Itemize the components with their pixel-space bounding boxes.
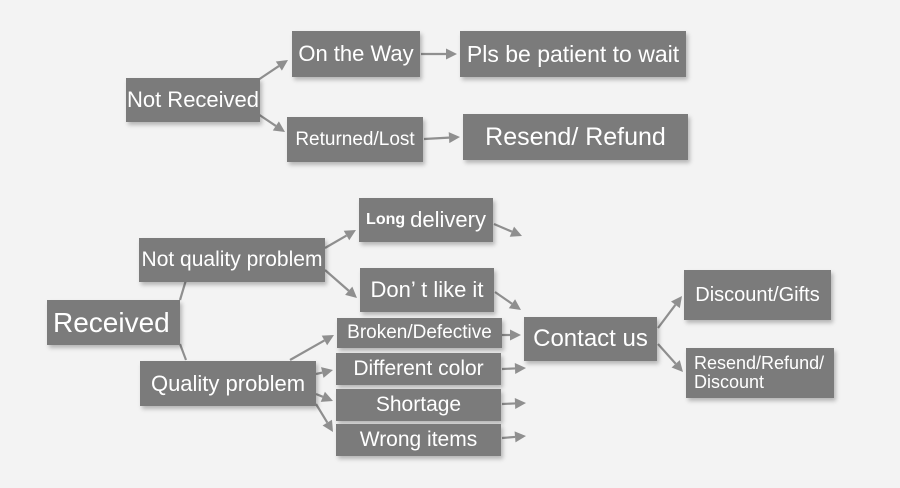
dont-like-it-label: Don’ t like it [370, 277, 484, 303]
received-node: Received [47, 300, 180, 345]
not-quality-problem-node: Not quality problem [139, 238, 325, 282]
resend-refund-discount-line2: Discount [694, 372, 765, 392]
connector-received-to-quality [178, 343, 188, 361]
long-delivery-prefix: Long [366, 210, 406, 228]
discount-gifts-label: Discount/Gifts [695, 283, 820, 306]
quality-problem-node: Quality problem [140, 361, 316, 406]
not-quality-problem-label: Not quality problem [141, 247, 323, 271]
resend-refund-node: Resend/ Refund [463, 114, 688, 160]
shortage-node: Shortage [336, 389, 501, 421]
arrow-on-the-way-to-pls-wait [421, 48, 457, 60]
wrong-items-label: Wrong items [359, 427, 478, 451]
arrow-not-received-to-on-the-way [257, 60, 288, 81]
received-label: Received [53, 306, 170, 338]
arrow-shortage-out [501, 397, 526, 409]
arrow-quality-to-broken-defective [289, 335, 334, 361]
dont-like-it-node: Don’ t like it [360, 268, 494, 312]
on-the-way-node: On the Way [292, 31, 420, 77]
wrong-items-node: Wrong items [336, 424, 501, 456]
not-received-node: Not Received [126, 78, 260, 122]
different-color-label: Different color [353, 356, 484, 380]
quality-problem-label: Quality problem [150, 370, 306, 396]
arrow-broken-defective-to-contact-us [502, 329, 521, 341]
broken-defective-label: Broken/Defective [347, 322, 492, 344]
not-received-label: Not Received [126, 87, 260, 113]
pls-wait-node: Pls be patient to wait [460, 31, 686, 77]
discount-gifts-node: Discount/Gifts [684, 270, 831, 320]
arrow-returned-lost-to-resend-refund [423, 132, 460, 144]
different-color-node: Different color [336, 353, 501, 385]
pls-wait-label: Pls be patient to wait [466, 40, 680, 67]
contact-us-label: Contact us [533, 325, 648, 353]
arrow-different-color-out [501, 362, 526, 374]
arrow-quality-to-wrong-items [315, 403, 333, 432]
arrow-contact-us-to-discount-gifts [657, 296, 682, 329]
long-delivery-node: Long delivery [359, 198, 493, 242]
returned-lost-node: Returned/Lost [287, 117, 423, 162]
arrow-long-delivery-out [493, 222, 522, 237]
arrow-dont-like-it-to-contact-us [494, 291, 521, 310]
on-the-way-label: On the Way [298, 41, 414, 67]
resend-refund-discount-line1: Resend/Refund/ [694, 353, 825, 374]
arrow-not-received-to-returned-lost [257, 113, 285, 132]
arrow-quality-to-shortage [315, 391, 333, 402]
connector-received-to-not-quality [178, 279, 188, 301]
arrow-quality-to-different-color [315, 367, 333, 378]
arrow-not-quality-to-dont-like-it [324, 269, 357, 298]
arrow-contact-us-to-resend-refund-discount [657, 343, 683, 372]
resend-refund-discount-node: Resend/Refund/ Discount [686, 348, 834, 398]
returned-lost-label: Returned/Lost [295, 128, 415, 150]
arrow-not-quality-to-long-delivery [324, 230, 356, 249]
resend-refund-label: Resend/ Refund [485, 122, 666, 151]
long-delivery-suffix: delivery [410, 207, 486, 233]
contact-us-node: Contact us [524, 317, 657, 361]
shortage-label: Shortage [375, 392, 462, 416]
broken-defective-node: Broken/Defective [337, 318, 502, 348]
arrow-wrong-items-out [501, 431, 526, 443]
